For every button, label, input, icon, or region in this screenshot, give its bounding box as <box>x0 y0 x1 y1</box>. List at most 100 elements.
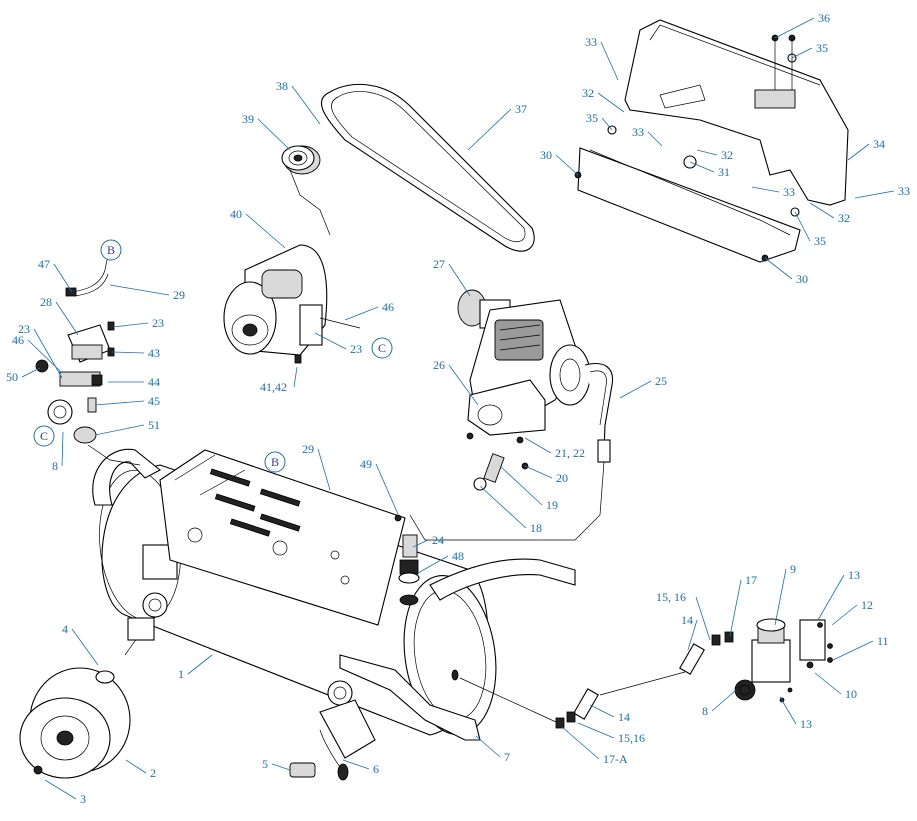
callout-34: 34 <box>847 137 885 161</box>
callout-7: 7 <box>475 735 510 764</box>
callout-leader-line <box>847 143 870 161</box>
callout-number: 26 <box>433 358 445 372</box>
axle-washer <box>95 617 155 684</box>
callout-leader-line <box>314 332 347 350</box>
callout-number: 27 <box>433 257 445 271</box>
reference-letter: C <box>378 341 386 355</box>
callout-number: 43 <box>148 346 160 360</box>
callout-leader-line <box>817 574 845 621</box>
callout-39: 39 <box>242 112 291 151</box>
callout-32: 32 <box>809 202 850 225</box>
callout-32: 32 <box>696 148 733 162</box>
callout-leader-line <box>589 704 615 718</box>
reference-circle <box>100 239 122 261</box>
wheel <box>19 667 131 779</box>
callout-31: 31 <box>689 161 730 179</box>
callout-9: 9 <box>774 562 796 626</box>
callout-leader-line <box>53 263 73 293</box>
callout-number: 32 <box>721 148 733 162</box>
callout-leader-line <box>779 696 797 725</box>
callout-leader-line <box>854 190 895 199</box>
callout-number: 46 <box>12 333 24 347</box>
callout-28: 28 <box>40 295 79 336</box>
callout-4: 4 <box>62 622 99 666</box>
callout-number: 18 <box>530 521 542 535</box>
callout-number: 35 <box>816 41 828 55</box>
callout-46: 46 <box>12 333 63 374</box>
callout-6: 6 <box>342 759 379 776</box>
callout-44: 44 <box>108 375 160 389</box>
callout-number: 24 <box>432 533 444 547</box>
callout-leader-line <box>791 47 813 59</box>
callout-leader-line <box>689 161 715 173</box>
callout-15-16: 15,16 <box>577 722 645 745</box>
reference-circle <box>33 425 55 447</box>
callout-14: 14 <box>589 704 630 724</box>
callout-number: 33 <box>585 35 597 49</box>
callout-number: 2 <box>150 766 156 780</box>
callout-13: 13 <box>817 568 860 621</box>
callout-1: 1 <box>178 654 213 681</box>
callout-number: 9 <box>790 562 796 576</box>
callout-number: 7 <box>504 750 510 764</box>
callout-number: 23 <box>18 322 30 336</box>
compressor-pump <box>457 289 591 470</box>
callout-number: 38 <box>276 79 288 93</box>
callout-leader-line <box>832 640 874 661</box>
callout-leader-line <box>55 301 79 336</box>
callout-8: 8 <box>702 689 737 718</box>
callout-leader-line <box>44 779 77 800</box>
callout-47: 47 <box>38 257 73 293</box>
callout-12: 12 <box>831 598 873 626</box>
callout-leader-line <box>291 85 321 125</box>
callout-number: 40 <box>230 207 242 221</box>
callout-33: 33 <box>854 184 910 199</box>
callout-33: 33 <box>585 35 619 81</box>
callout-11: 11 <box>832 634 889 661</box>
callout-30: 30 <box>764 257 808 286</box>
callout-number: 45 <box>148 394 160 408</box>
tank-handle <box>92 448 161 506</box>
hose-fittings-lower <box>459 677 599 729</box>
reference-circle <box>371 337 393 359</box>
callout-17: 17 <box>729 573 757 637</box>
callout-33: 33 <box>632 125 663 147</box>
callout-23: 23 <box>314 332 362 356</box>
callout-leader-line <box>94 400 145 406</box>
callout-number: 39 <box>242 112 254 126</box>
callout-number: 15,16 <box>618 731 645 745</box>
callout-leader-line <box>794 211 811 242</box>
callout-leader-line <box>774 568 787 626</box>
callout-29: 29 <box>302 442 331 491</box>
callout-number: 11 <box>877 634 889 648</box>
callout-leader-line <box>109 284 170 296</box>
callout-15-16: 15, 16 <box>656 590 711 641</box>
callout-number: 35 <box>586 111 598 125</box>
pulley <box>281 145 331 236</box>
callout-number: 17 <box>745 573 757 587</box>
callout-leader-line <box>317 448 331 491</box>
electric-motor <box>223 244 361 364</box>
callout-leader-line <box>112 322 149 328</box>
callout-leader-line <box>687 619 698 651</box>
callout-leader-line <box>448 364 479 406</box>
callout-number: 33 <box>632 125 644 139</box>
callout-number: 14 <box>681 613 693 627</box>
callout-number: 49 <box>360 457 372 471</box>
callout-38: 38 <box>276 79 321 125</box>
reference-letter: C <box>40 429 48 443</box>
callout-leader-line <box>344 306 379 321</box>
callout-2: 2 <box>125 759 156 780</box>
callout-35: 35 <box>586 111 613 131</box>
drain-valve <box>289 729 349 781</box>
regulator-assembly <box>734 618 833 703</box>
callout-leader-line <box>448 263 471 297</box>
discharge-tube <box>584 363 614 463</box>
callout-leader-line <box>647 131 663 147</box>
callout-21-22: 21, 22 <box>524 437 585 460</box>
callout-number: 29 <box>302 442 314 456</box>
motor-platform <box>159 449 406 626</box>
connecting-line <box>409 461 605 541</box>
tank-outlet-fittings <box>398 534 420 606</box>
